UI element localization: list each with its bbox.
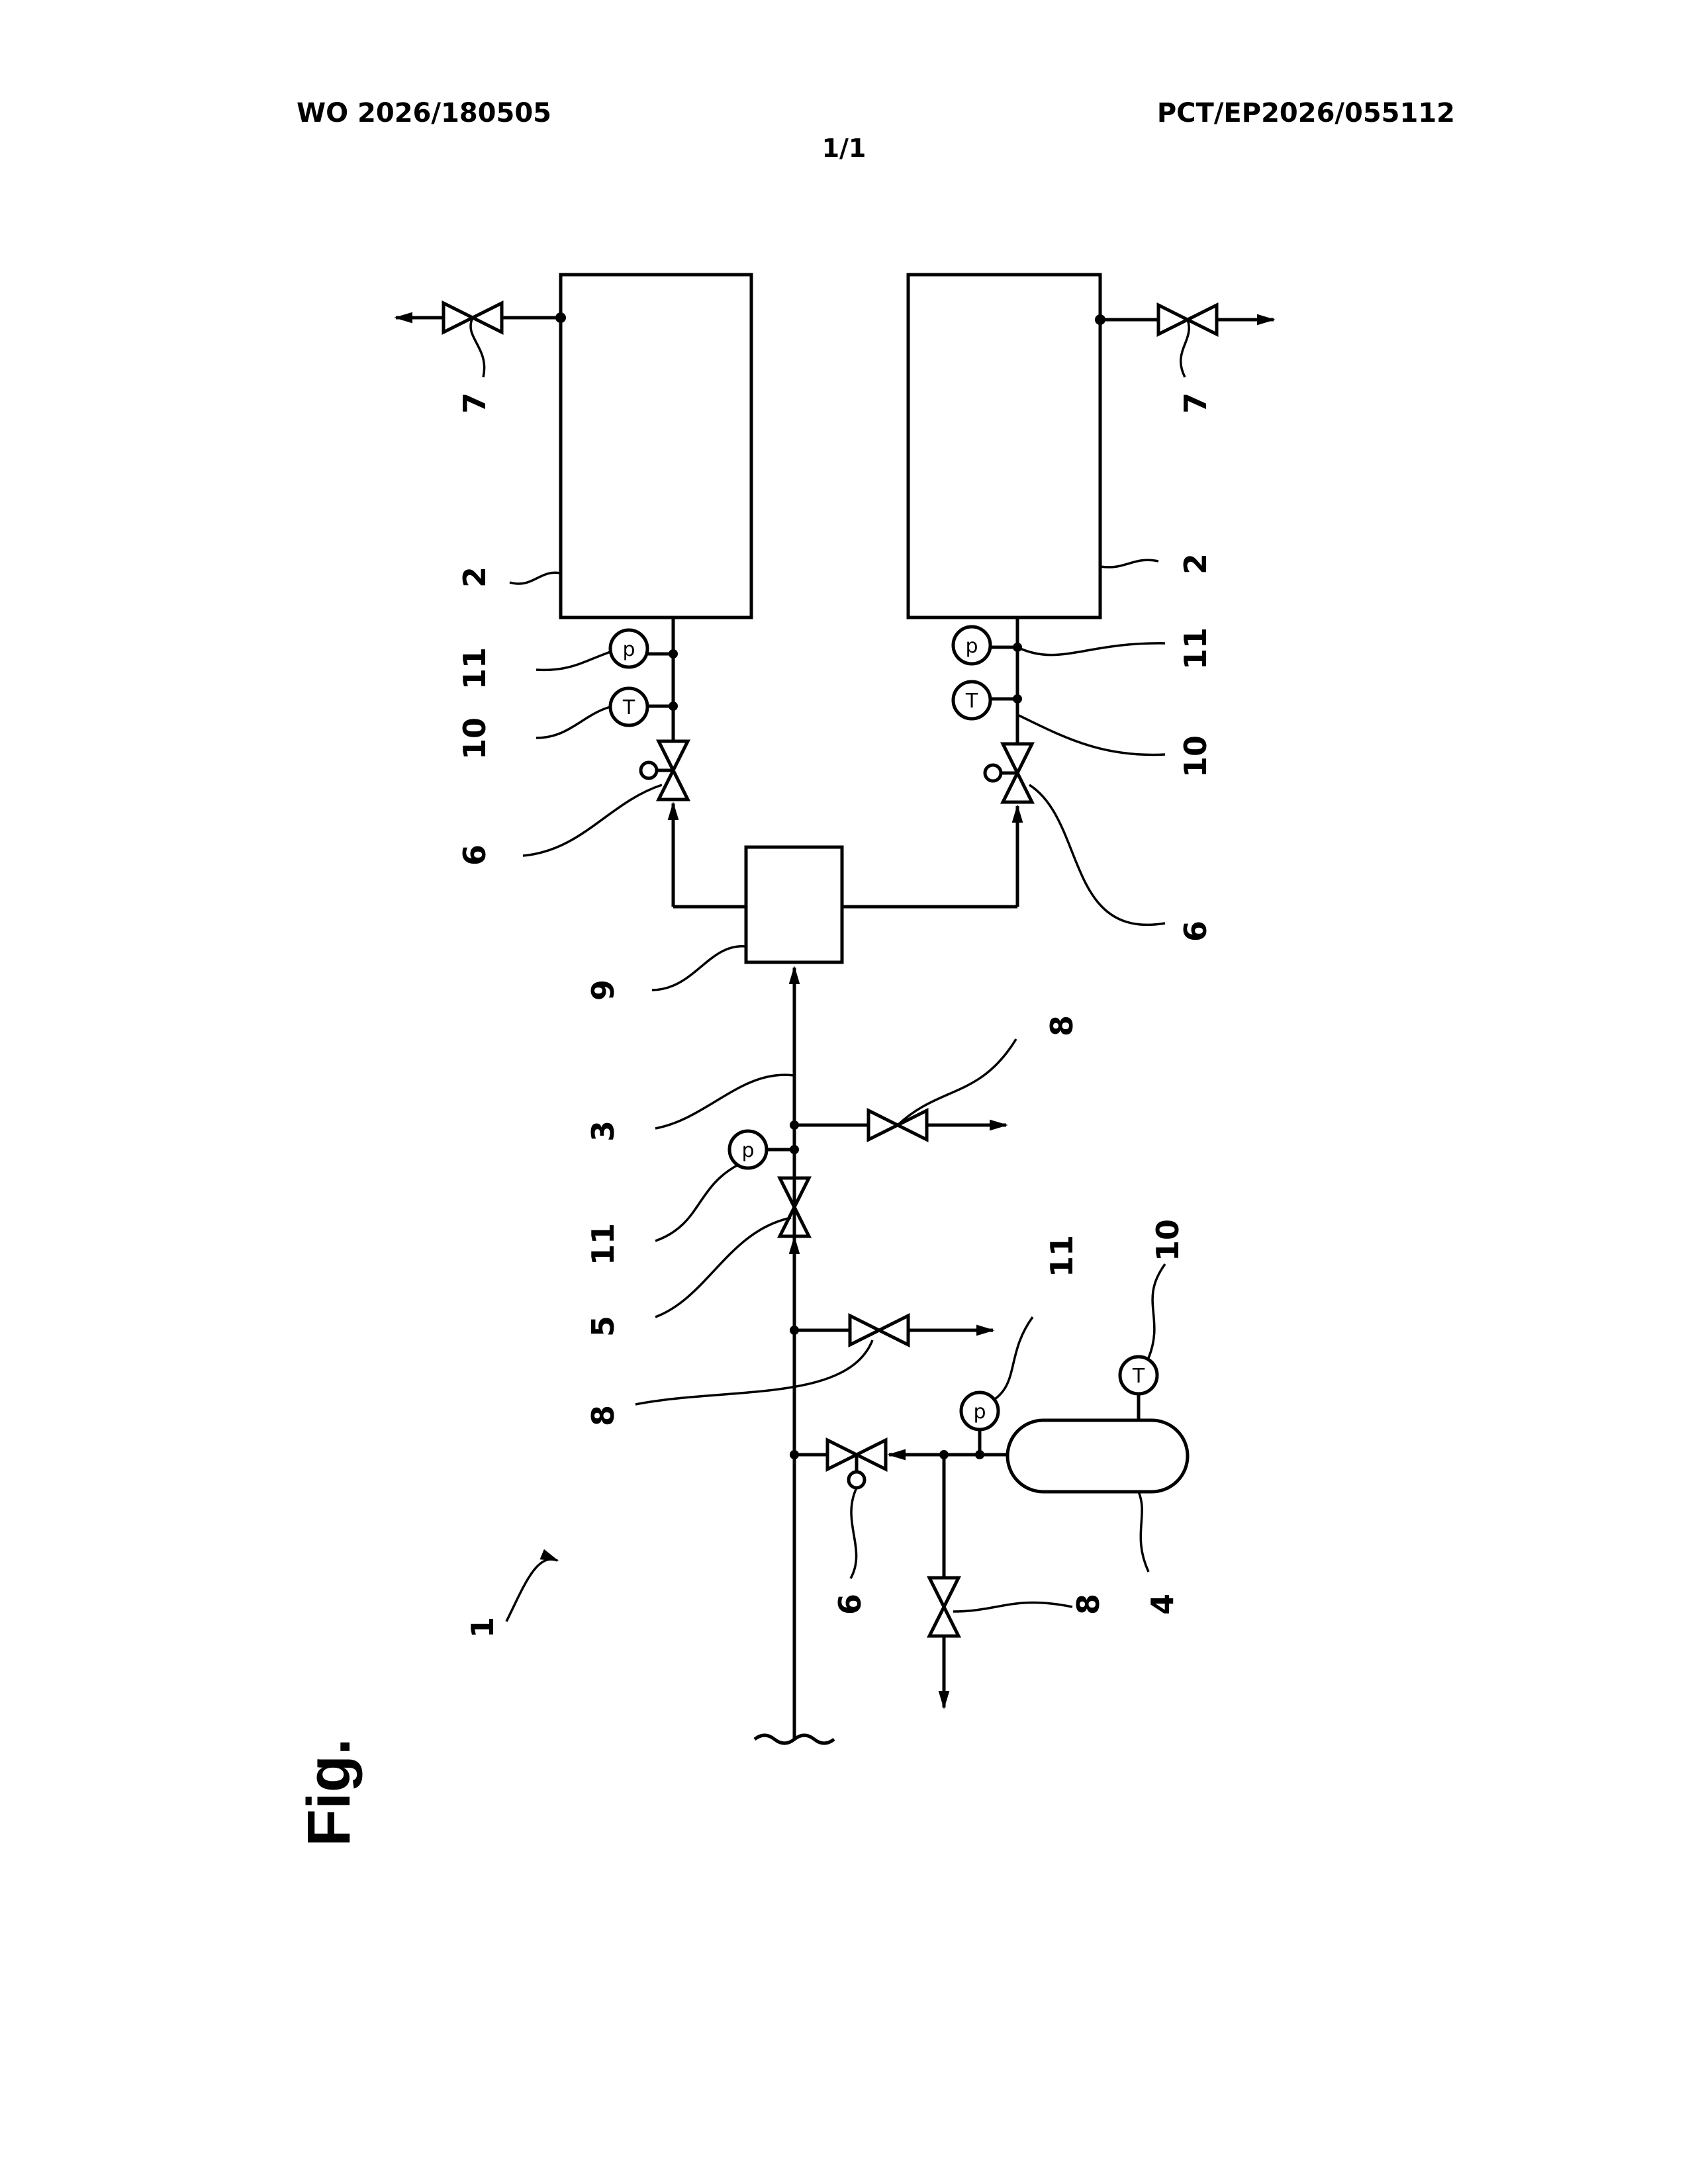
label-tank-right: 2 [1178,553,1213,574]
svg-text:p: p [741,1139,754,1162]
label-tank-left: 2 [457,567,492,588]
label-pressure-sensor-left: 11 [457,647,492,690]
label-supply-vessel: 4 [1145,1594,1180,1615]
label-temp-sensor-left: 10 [457,717,492,760]
vent-valve-lower [850,1316,908,1345]
label-control-valve-right: 6 [1178,921,1213,942]
label-outlet-valve-right: 7 [1178,392,1213,414]
label-distributor: 9 [585,979,621,1001]
label-pressure-sensor-main: 11 [585,1223,621,1265]
label-vent-valve-lower: 8 [585,1405,621,1426]
label-main-line: 3 [585,1120,621,1142]
svg-text:p: p [965,635,978,658]
label-pressure-sensor-right: 11 [1178,627,1213,670]
pressure-sensor-left: p [610,630,647,667]
figure-title: Fig. [295,1738,363,1846]
label-vent-valve-supply: 8 [1070,1594,1106,1615]
vent-valve-supply [929,1578,959,1636]
tank-right [908,275,1100,617]
control-valve-supply [827,1440,886,1488]
svg-text:T: T [965,690,978,713]
temp-sensor-supply: T [1120,1357,1157,1394]
tank-left [561,275,751,617]
distributor [746,847,842,962]
svg-text:T: T [1132,1365,1145,1388]
label-pressure-sensor-supply: 11 [1044,1235,1080,1277]
label-main-valve: 5 [585,1316,621,1337]
svg-text:p: p [622,638,635,661]
pressure-sensor-right: p [953,627,990,664]
control-valve-right [985,744,1032,802]
label-outlet-valve-left: 7 [457,392,492,414]
label-control-valve-left: 6 [457,844,492,866]
temp-sensor-right: T [953,682,990,719]
svg-text:T: T [622,696,635,719]
svg-text:p: p [973,1400,986,1424]
label-vent-valve-main: 8 [1044,1015,1080,1036]
label-control-valve-supply: 6 [832,1594,868,1615]
pressure-sensor-main: p [729,1131,767,1168]
supply-vessel [1008,1420,1188,1492]
label-temp-sensor-right: 10 [1178,735,1213,778]
label-temp-sensor-supply: 10 [1150,1219,1186,1261]
label-system: 1 [465,1617,500,1638]
temp-sensor-left: T [610,688,647,725]
pressure-sensor-supply: p [961,1392,998,1430]
